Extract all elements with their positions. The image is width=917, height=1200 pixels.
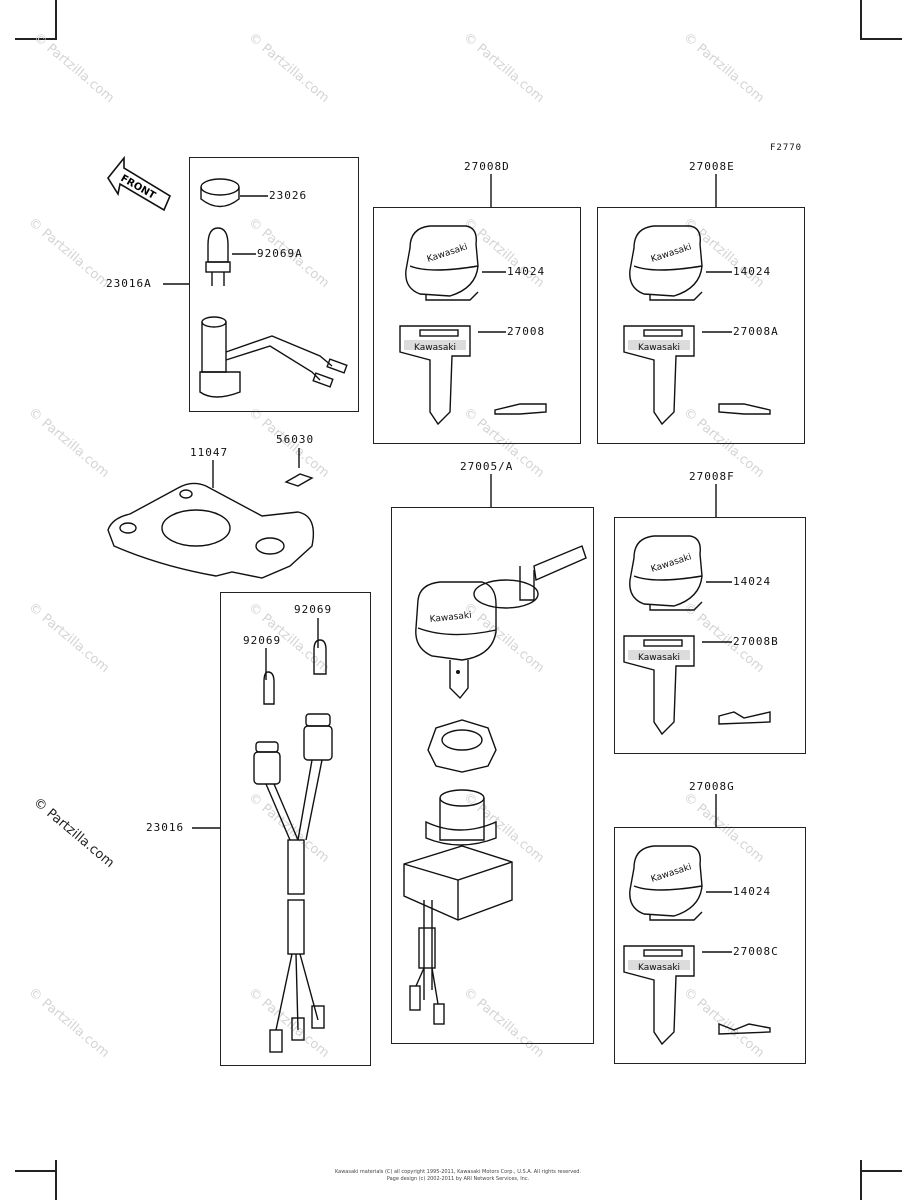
box-23016A <box>189 157 359 412</box>
part-label: 92069 <box>243 634 282 647</box>
part-label: 23016A <box>106 277 152 290</box>
part-label: 27008B <box>733 635 779 648</box>
copyright-footer: Page design (c) 2002-2011 by ARI Network… <box>386 1176 530 1182</box>
part-label: 14024 <box>507 265 546 278</box>
part-label: 14024 <box>733 885 772 898</box>
part-label: 23016 <box>146 821 185 834</box>
brand-mark: Kawasaki <box>638 963 680 973</box>
part-label: 27008G <box>689 780 735 793</box>
brand-mark: Kawasaki <box>638 343 680 353</box>
crop-mark <box>860 38 902 40</box>
part-label: 23026 <box>269 189 308 202</box>
part-label: 14024 <box>733 575 772 588</box>
part-label: 27008C <box>733 945 779 958</box>
brand-mark: Kawasaki <box>414 343 456 353</box>
crop-mark <box>860 1160 862 1200</box>
box-27005A <box>391 507 594 1044</box>
brand-mark: Kawasaki <box>650 242 693 265</box>
part-label: 27008A <box>733 325 779 338</box>
brand-mark: Kawasaki <box>650 552 693 575</box>
crop-mark <box>55 0 57 40</box>
brand-mark: Kawasaki <box>638 653 680 663</box>
part-label: 27008F <box>689 470 735 483</box>
copyright-footer: Kawasaki materials (C) all copyright 199… <box>334 1169 582 1175</box>
box-27008D <box>373 207 581 444</box>
box-27008E <box>597 207 805 444</box>
crop-mark <box>860 0 862 40</box>
part-label: 92069 <box>294 603 333 616</box>
crop-mark <box>860 1170 902 1172</box>
part-label: 27008E <box>689 160 735 173</box>
figure-code: F2770 <box>770 143 803 153</box>
crop-mark <box>15 38 57 40</box>
part-label: 14024 <box>733 265 772 278</box>
box-27008G <box>614 827 806 1064</box>
crop-mark <box>55 1160 57 1200</box>
part-label: 11047 <box>190 446 229 459</box>
brand-mark: Kawasaki <box>426 242 469 265</box>
part-label: 27008D <box>464 160 510 173</box>
part-label: 27008 <box>507 325 546 338</box>
brand-mark: Kawasaki <box>650 862 693 885</box>
box-27008F <box>614 517 806 754</box>
box-23016 <box>220 592 371 1066</box>
brand-mark: Kawasaki <box>429 611 472 625</box>
part-label: 92069A <box>257 247 303 260</box>
part-label: 27005/A <box>460 460 514 473</box>
part-label: 56030 <box>276 433 315 446</box>
crop-mark <box>15 1170 57 1172</box>
